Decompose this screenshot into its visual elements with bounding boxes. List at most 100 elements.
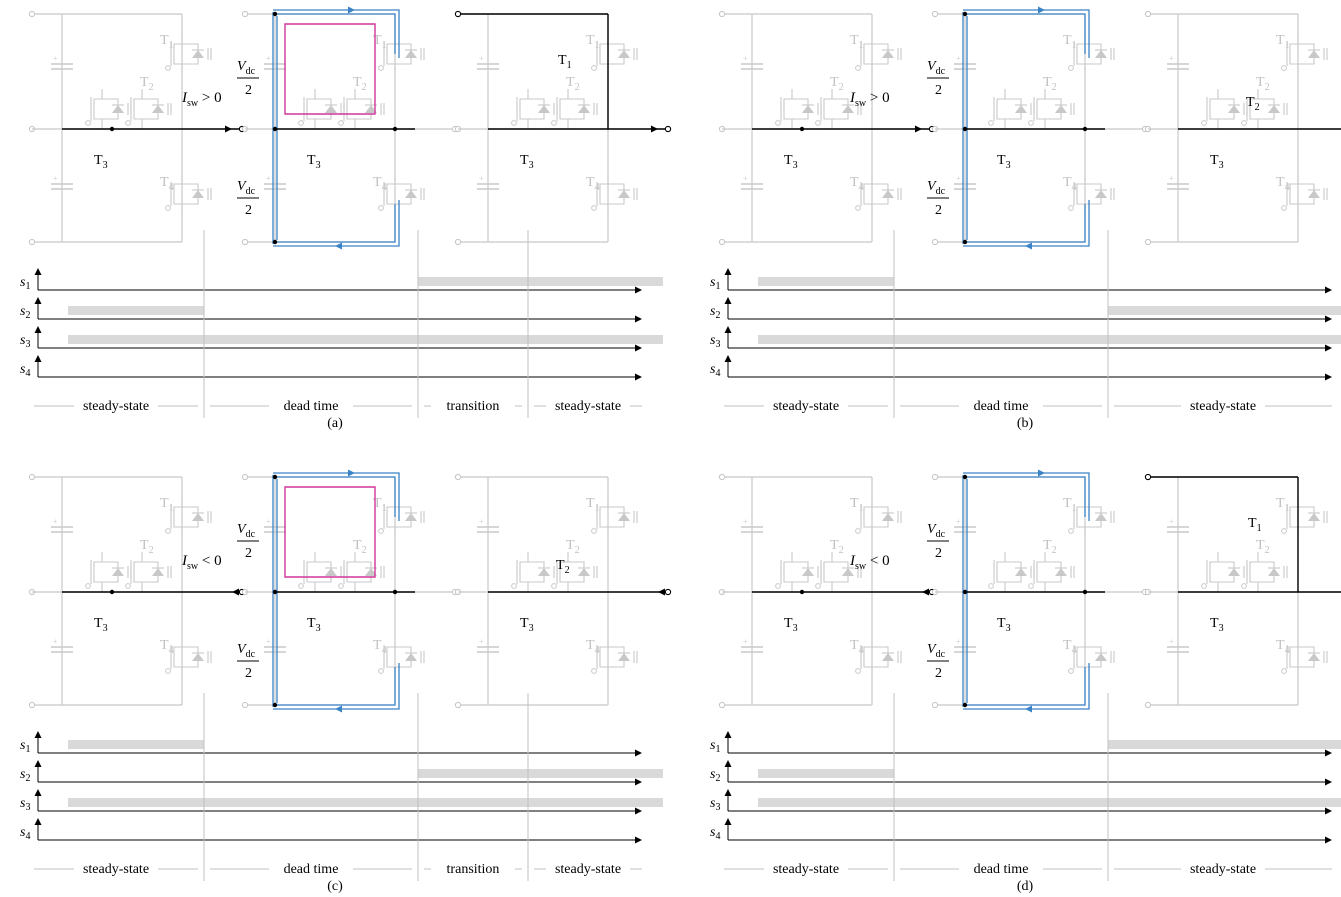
signal-label-s2: s2 bbox=[20, 767, 30, 784]
gate-terminal-icon bbox=[855, 528, 861, 534]
label-t2: T2 bbox=[140, 75, 154, 93]
dc-capacitor-lower: + bbox=[264, 637, 286, 653]
switch-cell-t3 bbox=[85, 552, 132, 592]
switch-cell-t4 bbox=[591, 637, 638, 677]
gate-terminal-icon bbox=[125, 120, 131, 126]
dc-capacitor-lower: + bbox=[1167, 637, 1189, 653]
label-t1: T1 bbox=[1276, 33, 1290, 51]
diode-icon bbox=[405, 50, 417, 58]
caption-a: (a) bbox=[327, 416, 343, 431]
gate-terminal-icon bbox=[338, 120, 344, 126]
vdc-label-lower: Vdc bbox=[237, 179, 256, 197]
current-label-d: Isw < 0 bbox=[849, 553, 890, 572]
svg-text:+: + bbox=[956, 54, 961, 63]
gate-terminal-icon bbox=[1281, 668, 1287, 674]
dc-capacitor-upper: + bbox=[954, 54, 976, 70]
svg-text:+: + bbox=[1169, 54, 1174, 63]
svg-text:+: + bbox=[479, 54, 484, 63]
diode-icon bbox=[1268, 105, 1280, 113]
gate-terminal-icon bbox=[165, 528, 171, 534]
panel-a: ++T1T2T4T3++T1T2T4T3Vdc2Vdc2++T1T2T4T3T1… bbox=[20, 6, 672, 431]
half-label-upper: 2 bbox=[245, 83, 252, 98]
switch-cell-t4 bbox=[165, 174, 212, 214]
label-t3: T3 bbox=[94, 616, 108, 634]
switch-cell-t4 bbox=[1068, 174, 1115, 214]
label-t4: T4 bbox=[1063, 175, 1077, 193]
dc-capacitor-lower: + bbox=[1167, 174, 1189, 190]
phase-label-2: transition bbox=[447, 399, 500, 414]
signal-label-s3: s3 bbox=[20, 796, 30, 813]
switch-cell-t4 bbox=[855, 637, 902, 677]
gate-terminal-icon bbox=[1281, 528, 1287, 534]
resonant-loop-path bbox=[284, 486, 376, 578]
dc-capacitor-lower: + bbox=[477, 637, 499, 653]
switch-cell-t4 bbox=[165, 637, 212, 677]
vdc-label-upper: Vdc bbox=[927, 522, 946, 540]
dc-capacitor-upper: + bbox=[954, 517, 976, 533]
gate-terminal-icon bbox=[815, 583, 821, 589]
switch-cell-t1 bbox=[855, 34, 902, 74]
caption-d: (d) bbox=[1017, 879, 1034, 894]
gate-signal-bar-s1 bbox=[758, 277, 894, 286]
phase-label-3: steady-state bbox=[555, 862, 621, 877]
diode-icon bbox=[882, 190, 894, 198]
label-t4: T4 bbox=[1063, 638, 1077, 656]
label-t3: T3 bbox=[784, 616, 798, 634]
diode-icon bbox=[1015, 105, 1027, 113]
switch-cell-t2 bbox=[125, 552, 172, 592]
half-label-lower: 2 bbox=[245, 666, 252, 681]
gate-terminal-icon bbox=[298, 120, 304, 126]
svg-text:+: + bbox=[956, 174, 961, 183]
dc-capacitor-lower: + bbox=[264, 174, 286, 190]
label-t3: T3 bbox=[307, 616, 321, 634]
gate-terminal-icon bbox=[551, 583, 557, 589]
label-t1: T1 bbox=[850, 496, 864, 514]
switch-cell-t3 bbox=[775, 89, 822, 129]
switch-cell-t3 bbox=[775, 552, 822, 592]
dc-capacitor-lower: + bbox=[477, 174, 499, 190]
gate-terminal-icon bbox=[1241, 120, 1247, 126]
dc-capacitor-lower: + bbox=[51, 174, 73, 190]
switch-cell-t2 bbox=[1028, 89, 1075, 129]
label-t1: T1 bbox=[373, 496, 387, 514]
dc-capacitor-upper: + bbox=[264, 517, 286, 533]
gate-terminal-icon bbox=[1281, 205, 1287, 211]
signal-label-s4: s4 bbox=[20, 825, 30, 842]
diode-icon bbox=[192, 50, 204, 58]
dc-capacitor-lower: + bbox=[51, 637, 73, 653]
switch-cell-t2 bbox=[815, 552, 862, 592]
vdc-label-upper: Vdc bbox=[237, 59, 256, 77]
switch-cell-t2 bbox=[551, 89, 598, 129]
diode-icon bbox=[538, 568, 550, 576]
switch-cell-t4 bbox=[591, 174, 638, 214]
dc-capacitor-upper: + bbox=[741, 54, 763, 70]
svg-text:+: + bbox=[1169, 174, 1174, 183]
svg-text:+: + bbox=[266, 517, 271, 526]
resonant-loop-path bbox=[284, 23, 376, 115]
gate-terminal-icon bbox=[378, 528, 384, 534]
half-label-lower: 2 bbox=[245, 203, 252, 218]
switch-cell-t2 bbox=[815, 89, 862, 129]
gate-terminal-icon bbox=[338, 583, 344, 589]
diode-icon bbox=[192, 190, 204, 198]
svg-text:+: + bbox=[479, 174, 484, 183]
dc-capacitor-lower: + bbox=[741, 174, 763, 190]
gate-signal-bar-s3 bbox=[758, 798, 1341, 807]
phase-label-1: dead time bbox=[974, 399, 1029, 414]
dc-capacitor-lower: + bbox=[954, 637, 976, 653]
gate-terminal-icon bbox=[165, 65, 171, 71]
switch-cell-t1 bbox=[165, 34, 212, 74]
diode-icon bbox=[112, 105, 124, 113]
diode-icon bbox=[152, 105, 164, 113]
label-t4: T4 bbox=[586, 638, 600, 656]
signal-label-s2: s2 bbox=[710, 767, 720, 784]
switch-cell-t3 bbox=[1201, 552, 1248, 592]
switch-cell-t1 bbox=[855, 497, 902, 537]
gate-terminal-icon bbox=[775, 583, 781, 589]
switch-cell-t4 bbox=[1068, 637, 1115, 677]
